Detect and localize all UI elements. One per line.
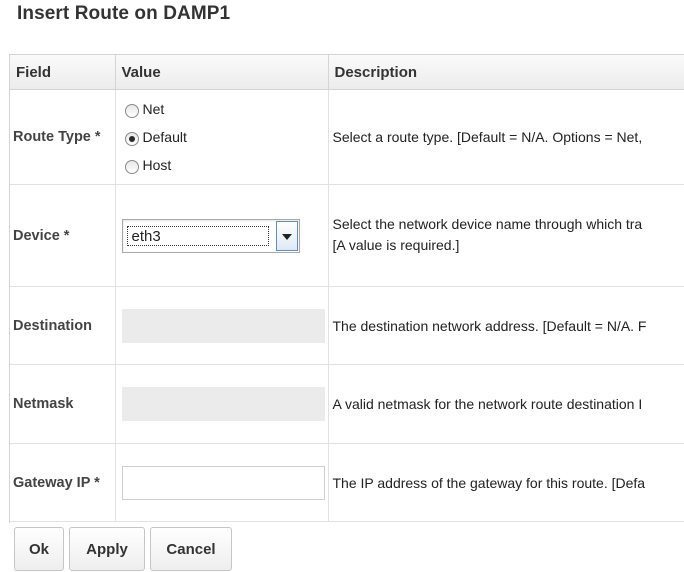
- route-type-label: Route Type *: [10, 89, 116, 185]
- radio-default-label[interactable]: Default: [142, 129, 187, 145]
- table-row-device: Device * eth3 Select the network device …: [10, 184, 684, 287]
- destination-description: The destination network address. [Defaul…: [328, 286, 684, 365]
- column-header-description[interactable]: Description: [328, 55, 684, 90]
- destination-value-cell: [115, 286, 329, 365]
- page-title: Insert Route on DAMP1: [17, 3, 231, 24]
- device-description-line-1: Select the network device name through w…: [332, 216, 643, 232]
- cancel-button[interactable]: Cancel: [150, 527, 232, 571]
- netmask-value-cell: [115, 364, 329, 444]
- netmask-input: [121, 387, 325, 421]
- device-description-line-2: [A value is required.]: [332, 237, 460, 253]
- column-header-field[interactable]: Field: [10, 55, 116, 90]
- destination-input: [121, 308, 325, 343]
- netmask-description: A valid netmask for the network route de…: [328, 364, 684, 444]
- route-type-option-net[interactable]: Net: [122, 95, 328, 123]
- route-form-table-container: Field Value Description Route Type * Net…: [9, 54, 684, 523]
- column-header-value[interactable]: Value: [115, 55, 329, 90]
- destination-label: Destination: [10, 286, 116, 365]
- radio-net-label[interactable]: Net: [142, 101, 165, 117]
- gateway-ip-input[interactable]: [121, 465, 325, 500]
- device-description: Select the network device name through w…: [328, 184, 684, 287]
- route-type-description: Select a route type. [Default = N/A. Opt…: [328, 89, 684, 185]
- gateway-ip-label: Gateway IP *: [10, 443, 116, 522]
- radio-net[interactable]: [124, 104, 139, 118]
- apply-button[interactable]: Apply: [69, 527, 145, 571]
- device-select-value[interactable]: eth3: [126, 225, 269, 246]
- ok-button[interactable]: Ok: [14, 527, 64, 571]
- table-row-destination: Destination The destination network addr…: [10, 286, 684, 365]
- radio-host[interactable]: [124, 160, 139, 174]
- route-form-table: Field Value Description Route Type * Net…: [10, 55, 684, 522]
- device-select[interactable]: eth3: [121, 218, 300, 253]
- chevron-down-icon[interactable]: [275, 220, 298, 251]
- netmask-label: Netmask: [10, 364, 116, 444]
- gateway-ip-description: The IP address of the gateway for this r…: [328, 443, 684, 522]
- form-buttons: Ok Apply Cancel: [14, 527, 237, 571]
- table-row-netmask: Netmask A valid netmask for the network …: [10, 364, 684, 444]
- radio-host-label[interactable]: Host: [142, 157, 172, 173]
- table-row-gateway-ip: Gateway IP * The IP address of the gatew…: [10, 443, 684, 522]
- route-type-value-cell: Net Default Host: [115, 89, 329, 185]
- table-row-route-type: Route Type * Net Default Host Sel: [10, 89, 684, 185]
- route-type-option-default[interactable]: Default: [122, 123, 328, 151]
- device-label: Device *: [10, 184, 116, 287]
- radio-default[interactable]: [124, 132, 139, 146]
- gateway-ip-value-cell: [115, 443, 329, 522]
- table-header-row: Field Value Description: [10, 55, 684, 90]
- route-type-option-host[interactable]: Host: [122, 151, 328, 179]
- device-value-cell: eth3: [115, 184, 329, 287]
